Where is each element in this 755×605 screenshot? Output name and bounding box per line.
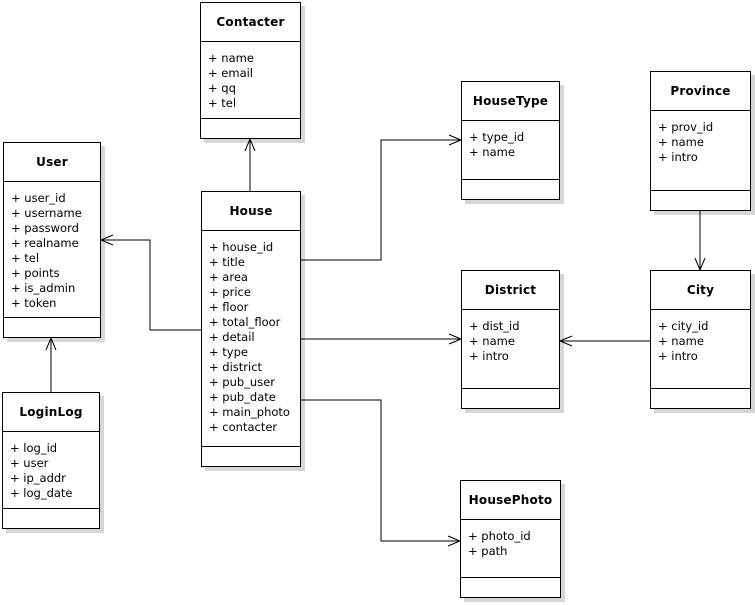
attribute-row: + user_id: [11, 191, 66, 205]
class-title-loginlog: LoginLog: [3, 393, 99, 432]
class-title-housephoto: HousePhoto: [461, 481, 560, 520]
class-footer-province: [651, 191, 750, 210]
attribute-row: + log_date: [10, 486, 73, 500]
attribute-row: + ip_addr: [10, 471, 66, 485]
attribute-row: + points: [11, 266, 60, 280]
attribute-row: + main_photo: [209, 405, 290, 419]
class-box-loginlog[interactable]: LoginLog+ log_id+ user+ ip_addr+ log_dat…: [2, 392, 100, 529]
attribute-row: + dist_id: [469, 319, 520, 333]
attribute-row: + name: [658, 135, 704, 149]
attribute-row: + contacter: [209, 420, 278, 434]
attribute-row: + token: [11, 296, 57, 310]
class-footer-contacter: [201, 119, 300, 138]
class-box-contacter[interactable]: Contacter+ name+ email+ qq+ tel: [200, 2, 301, 139]
attribute-row: + password: [11, 221, 79, 235]
class-footer-loginlog: [3, 509, 99, 528]
attribute-row: + name: [658, 334, 704, 348]
attribute-row: + pub_date: [209, 390, 276, 404]
attribute-row: + is_admin: [11, 281, 76, 295]
attribute-row: + path: [468, 544, 508, 558]
class-attributes-loginlog: + log_id+ user+ ip_addr+ log_date: [3, 432, 99, 509]
attribute-row: + total_floor: [209, 315, 281, 329]
class-attributes-housephoto: + photo_id+ path: [461, 520, 560, 578]
connector-house-to-housetype: [301, 140, 461, 261]
class-attributes-city: + city_id+ name+ intro: [651, 310, 750, 389]
class-box-user[interactable]: User+ user_id+ username+ password+ realn…: [3, 142, 101, 338]
class-title-housetype: HouseType: [462, 82, 559, 121]
attribute-row: + city_id: [658, 319, 709, 333]
class-title-district: District: [462, 271, 559, 310]
class-box-district[interactable]: District+ dist_id+ name+ intro: [461, 270, 560, 409]
attribute-row: + tel: [11, 251, 40, 265]
attribute-row: + floor: [209, 300, 249, 314]
class-title-user: User: [4, 143, 100, 182]
attribute-row: + type: [209, 345, 248, 359]
class-attributes-contacter: + name+ email+ qq+ tel: [201, 42, 300, 119]
class-attributes-user: + user_id+ username+ password+ realname+…: [4, 182, 100, 318]
class-footer-user: [4, 318, 100, 337]
attribute-row: + intro: [658, 150, 698, 164]
class-title-house: House: [202, 192, 300, 231]
class-attributes-province: + prov_id+ name+ intro: [651, 111, 750, 191]
attribute-row: + detail: [209, 330, 255, 344]
connector-house-to-user: [101, 240, 201, 331]
attribute-row: + photo_id: [468, 529, 531, 543]
class-title-province: Province: [651, 72, 750, 111]
class-box-province[interactable]: Province+ prov_id+ name+ intro: [650, 71, 751, 211]
class-footer-housephoto: [461, 578, 560, 597]
attribute-row: + type_id: [469, 130, 525, 144]
attribute-row: + name: [469, 334, 515, 348]
class-box-city[interactable]: City+ city_id+ name+ intro: [650, 270, 751, 409]
class-attributes-house: + house_id+ title+ area+ price+ floor+ t…: [202, 231, 300, 447]
class-box-housetype[interactable]: HouseType+ type_id+ name: [461, 81, 560, 200]
class-title-city: City: [651, 271, 750, 310]
attribute-row: + district: [209, 360, 263, 374]
attribute-row: + qq: [208, 81, 236, 95]
class-title-contacter: Contacter: [201, 3, 300, 42]
class-box-house[interactable]: House+ house_id+ title+ area+ price+ flo…: [201, 191, 301, 467]
attribute-row: + realname: [11, 236, 79, 250]
class-attributes-district: + dist_id+ name+ intro: [462, 310, 559, 389]
attribute-row: + intro: [469, 349, 509, 363]
attribute-row: + prov_id: [658, 120, 714, 134]
attribute-row: + title: [209, 255, 245, 269]
class-footer-house: [202, 447, 300, 466]
class-footer-city: [651, 389, 750, 408]
attribute-row: + pub_user: [209, 375, 276, 389]
attribute-row: + house_id: [209, 240, 274, 254]
attribute-row: + intro: [658, 349, 698, 363]
attribute-row: + user: [10, 456, 49, 470]
attribute-row: + tel: [208, 96, 237, 110]
attribute-row: + username: [11, 206, 82, 220]
class-box-housephoto[interactable]: HousePhoto+ photo_id+ path: [460, 480, 561, 598]
class-attributes-housetype: + type_id+ name: [462, 121, 559, 180]
attribute-row: + name: [208, 51, 254, 65]
connector-house-to-housephoto: [301, 399, 460, 541]
attribute-row: + name: [469, 145, 515, 159]
class-footer-district: [462, 389, 559, 408]
attribute-row: + email: [208, 66, 254, 80]
attribute-row: + log_id: [10, 441, 58, 455]
attribute-row: + price: [209, 285, 251, 299]
attribute-row: + area: [209, 270, 248, 284]
class-footer-housetype: [462, 180, 559, 199]
